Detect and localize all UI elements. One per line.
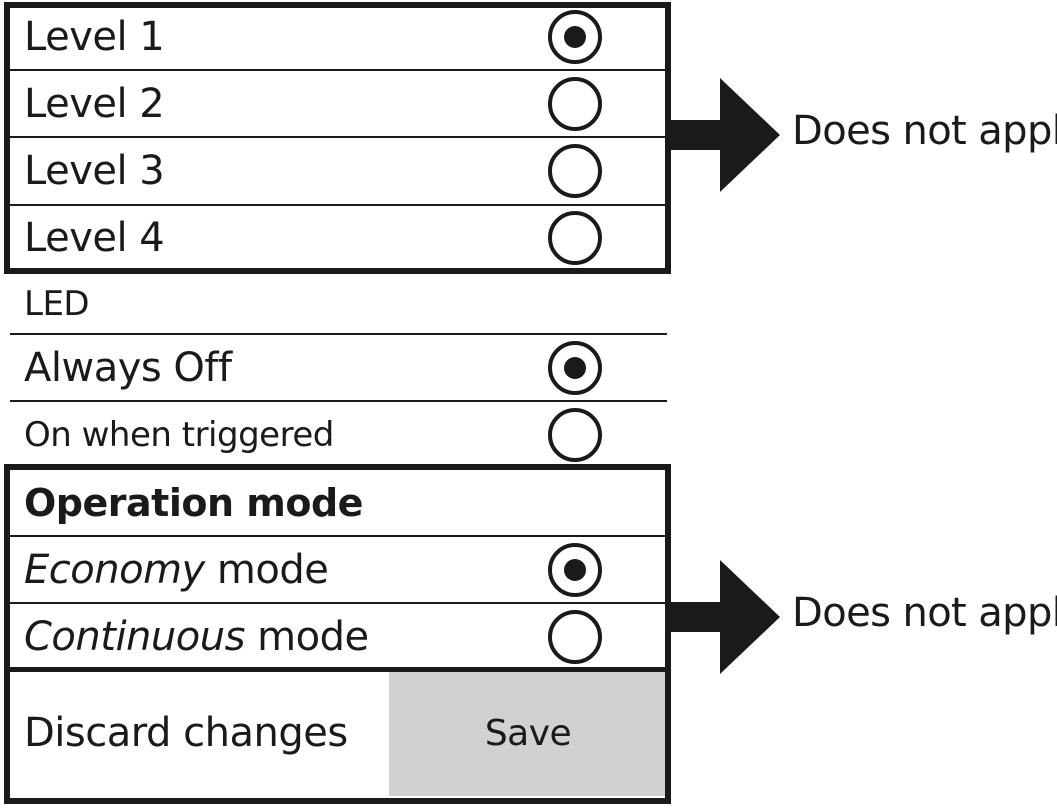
level-4-option[interactable]: Level 4	[10, 206, 667, 270]
economy-rest: mode	[204, 546, 329, 593]
continuous-emphasis: Continuous	[24, 614, 245, 660]
radio-selected-dot	[564, 558, 586, 581]
always-off-radio[interactable]	[548, 340, 602, 395]
discard-changes-label: Discard changes	[24, 710, 348, 756]
continuous-mode-label: Continuous mode	[24, 614, 369, 660]
economy-mode-option[interactable]: Economy mode	[10, 537, 667, 604]
level-2-option[interactable]: Level 2	[10, 71, 667, 138]
discard-changes-button[interactable]: Discard changes	[10, 670, 389, 796]
level-2-label: Level 2	[24, 80, 165, 127]
footer-divider	[4, 667, 671, 672]
level-2-radio[interactable]	[548, 76, 602, 131]
led-heading: LED	[24, 283, 90, 324]
level-annotation: Does not apply	[792, 108, 1057, 154]
continuous-mode-radio[interactable]	[548, 610, 602, 664]
level-1-option[interactable]: Level 1	[10, 5, 667, 71]
radio-selected-dot	[564, 26, 586, 48]
level-3-radio[interactable]	[548, 144, 602, 198]
economy-mode-radio[interactable]	[548, 542, 602, 597]
always-off-label: Always Off	[24, 344, 232, 391]
arrow-right-icon	[668, 560, 780, 674]
economy-mode-label: Economy mode	[24, 546, 329, 593]
operation-annotation: Does not apply	[792, 590, 1057, 636]
always-off-option[interactable]: Always Off	[10, 335, 667, 402]
led-heading-row: LED	[10, 274, 667, 335]
level-3-label: Level 3	[24, 148, 165, 194]
operation-mode-heading-row: Operation mode	[10, 470, 667, 537]
continuous-mode-option[interactable]: Continuous mode	[10, 604, 667, 670]
level-4-label: Level 4	[24, 215, 165, 261]
radio-selected-dot	[564, 356, 586, 379]
on-when-triggered-label: On when triggered	[24, 415, 334, 455]
arrow-right-icon	[668, 78, 780, 192]
save-button[interactable]: Save	[389, 670, 667, 796]
level-3-option[interactable]: Level 3	[10, 138, 667, 206]
continuous-rest: mode	[244, 614, 369, 660]
level-1-label: Level 1	[24, 14, 165, 60]
economy-emphasis: Economy	[24, 546, 205, 593]
on-when-triggered-radio[interactable]	[548, 408, 602, 462]
level-4-radio[interactable]	[548, 211, 602, 265]
on-when-triggered-option[interactable]: On when triggered	[10, 402, 667, 468]
level-1-radio[interactable]	[548, 10, 602, 64]
operation-mode-heading: Operation mode	[24, 480, 363, 525]
save-label: Save	[484, 712, 572, 754]
